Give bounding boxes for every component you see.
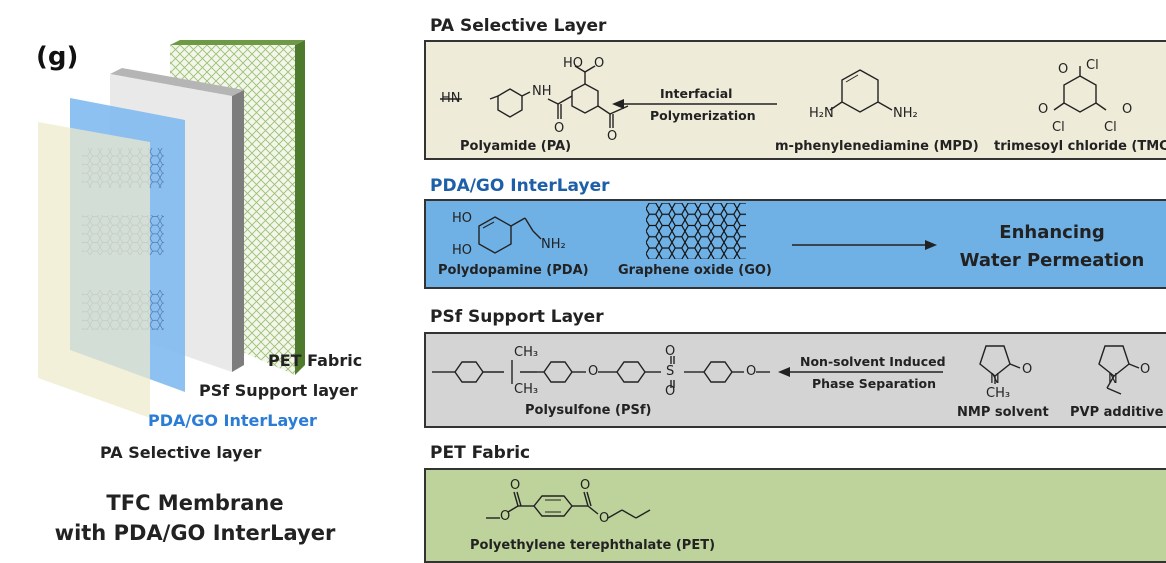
mpd-structure bbox=[829, 69, 893, 113]
pet-o-ester-left: O bbox=[500, 509, 511, 524]
psf-layer-top bbox=[110, 68, 244, 96]
mpd-h2n-label: H₂N bbox=[809, 106, 834, 121]
psf-o-top: O bbox=[665, 344, 676, 359]
polydopamine-structure bbox=[478, 216, 542, 254]
psf-s-label: S bbox=[666, 364, 675, 379]
pet-o-top-left: O bbox=[510, 478, 521, 493]
pa-arrow-label-1: Interfacial bbox=[660, 86, 733, 101]
pet-section-box bbox=[424, 468, 1166, 563]
psf-o-ether-1: O bbox=[588, 364, 599, 379]
psf-arrow-label-1: Non-solvent Induced bbox=[800, 354, 946, 369]
graphene-oxide-structure bbox=[646, 203, 746, 259]
pet-o-ester-right: O bbox=[599, 511, 610, 526]
pa-nh-label: NH bbox=[532, 84, 552, 99]
psf-section-title: PSf Support Layer bbox=[430, 307, 604, 327]
pda-label: Polydopamine (PDA) bbox=[438, 263, 589, 278]
tmc-structure bbox=[1053, 66, 1107, 113]
pdago-result: Enhancing Water Permeation bbox=[952, 219, 1152, 275]
nmp-structure bbox=[979, 345, 1021, 384]
pa-arrow-label-2: Polymerization bbox=[650, 108, 756, 123]
psf-arrow-label-2: Phase Separation bbox=[812, 376, 936, 391]
mpd-label: m-phenylenediamine (MPD) bbox=[775, 139, 979, 154]
tmc-cl-top: Cl bbox=[1086, 58, 1099, 73]
psf-section-box bbox=[424, 332, 1166, 428]
pet-product-label: Polyethylene terephthalate (PET) bbox=[470, 538, 716, 553]
pa-section-title: PA Selective Layer bbox=[430, 16, 607, 36]
nmp-n-label: N bbox=[990, 372, 1000, 387]
polysulfone-structure bbox=[432, 356, 770, 388]
pet-structure bbox=[486, 491, 651, 519]
pda-nh2-label: NH₂ bbox=[541, 237, 566, 252]
nmp-o-label: O bbox=[1022, 362, 1033, 377]
pdago-result-arrow bbox=[792, 240, 937, 250]
pdago-section-title: PDA/GO InterLayer bbox=[430, 176, 610, 196]
pa-product-label: Polyamide (PA) bbox=[460, 139, 572, 154]
psf-ch3-bottom: CH₃ bbox=[514, 382, 539, 397]
psf-product-label: Polysulfone (PSf) bbox=[525, 403, 652, 418]
tmc-cl-left: Cl bbox=[1052, 120, 1065, 135]
nmp-ch3-label: CH₃ bbox=[986, 386, 1011, 401]
tmc-o-top: O bbox=[1058, 62, 1069, 77]
psf-o-ether-2: O bbox=[746, 364, 757, 379]
pa-o-top-label: O bbox=[594, 56, 605, 71]
pvp-structure bbox=[1098, 345, 1140, 395]
go-label: Graphene oxide (GO) bbox=[618, 263, 772, 278]
pda-ho-label-2: HO bbox=[452, 243, 473, 258]
psf-support-label: PSf Support layer bbox=[199, 381, 358, 400]
psf-ch3-top: CH₃ bbox=[514, 345, 539, 360]
caption-line-1: TFC Membrane bbox=[106, 491, 284, 515]
pda-ho-label-1: HO bbox=[452, 211, 473, 226]
tmc-label: trimesoyl chloride (TMC) bbox=[994, 139, 1166, 154]
tmc-o-left: O bbox=[1038, 102, 1049, 117]
result-line-2: Water Permeation bbox=[959, 250, 1145, 271]
pa-o-label-1: O bbox=[554, 121, 565, 136]
membrane-stack-illustration bbox=[38, 40, 305, 418]
pa-hn-label: HN bbox=[441, 91, 461, 106]
pvp-o-label: O bbox=[1140, 362, 1151, 377]
pet-layer-top bbox=[170, 40, 305, 45]
psf-reaction-arrow bbox=[778, 367, 943, 377]
mpd-nh2-label: NH₂ bbox=[893, 106, 918, 121]
pet-layer-side bbox=[295, 40, 305, 375]
pet-section-title: PET Fabric bbox=[430, 443, 531, 463]
pa-selective-label: PA Selective layer bbox=[100, 443, 262, 462]
membrane-caption: TFC Membrane with PDA/GO InterLayer bbox=[40, 488, 350, 548]
pa-layer-face bbox=[38, 122, 150, 418]
pdago-section-box bbox=[424, 199, 1166, 289]
result-line-1: Enhancing bbox=[999, 222, 1105, 243]
pa-o-label-2: O bbox=[607, 129, 618, 144]
pet-o-top-right: O bbox=[580, 478, 591, 493]
pdago-interlayer-label: PDA/GO InterLayer bbox=[148, 411, 317, 430]
polyamide-structure bbox=[440, 65, 629, 128]
caption-line-2: with PDA/GO InterLayer bbox=[54, 521, 336, 545]
pa-reaction-arrow bbox=[612, 99, 777, 109]
pvp-n-label: N bbox=[1108, 372, 1118, 387]
tmc-o-right: O bbox=[1122, 102, 1133, 117]
pa-section-box bbox=[424, 40, 1166, 160]
panel-label: (g) bbox=[36, 42, 79, 72]
pet-fabric-label: PET Fabric bbox=[268, 351, 363, 370]
pvp-label: PVP additive bbox=[1070, 405, 1164, 420]
nmp-label: NMP solvent bbox=[957, 405, 1049, 420]
tmc-cl-right: Cl bbox=[1104, 120, 1117, 135]
psf-o-bottom: O bbox=[665, 384, 676, 399]
psf-layer-side bbox=[232, 90, 244, 372]
pa-ho-label: HO bbox=[563, 56, 584, 71]
